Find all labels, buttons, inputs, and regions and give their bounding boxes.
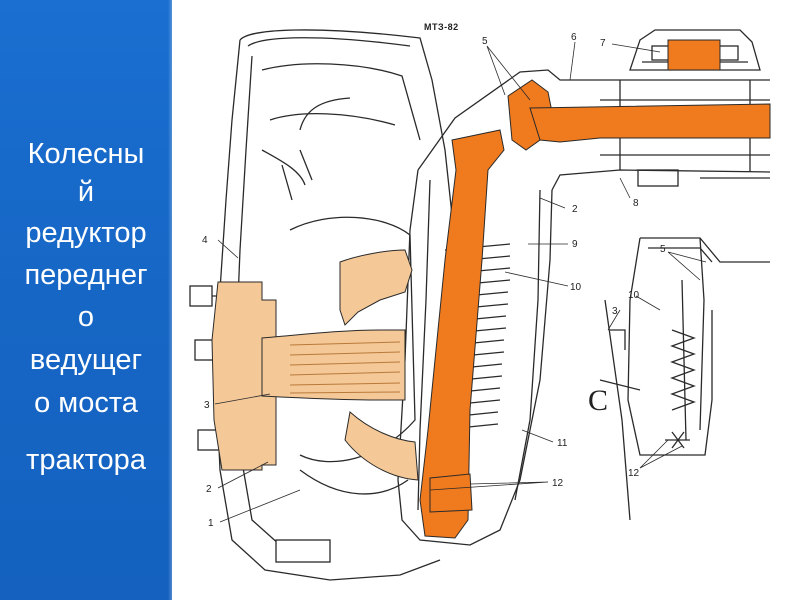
slide-title-line: ведущег	[29, 344, 143, 376]
horizontal-drive-shaft	[529, 103, 771, 143]
title-panel: Колесны й редуктор переднег о ведущег о …	[0, 0, 172, 600]
slide-title-line: о моста	[34, 387, 138, 419]
lower-spline-end	[429, 473, 473, 513]
driven-gear	[339, 249, 413, 326]
callout-9: 9	[572, 239, 578, 250]
callout-11: 11	[557, 438, 568, 449]
driven-gear-lower	[344, 411, 419, 481]
slide-title-line: Колесны	[27, 138, 145, 170]
inset-callout-10: 10	[628, 290, 640, 301]
callout-2b: 2	[572, 204, 578, 215]
slide-title-line: трактора	[26, 444, 146, 476]
slide-title-line: редуктор	[25, 217, 147, 249]
callout-10: 10	[570, 282, 582, 293]
vertical-shaft	[419, 129, 505, 539]
rotation-arrow-label: C	[588, 384, 608, 417]
shaft-splines	[289, 341, 401, 394]
callout-8: 8	[633, 198, 639, 209]
knuckle-housing	[397, 69, 771, 546]
callout-2: 2	[206, 484, 212, 495]
callout-7: 7	[600, 38, 606, 49]
top-cap-gear	[667, 39, 721, 71]
model-label: МТЗ-82	[424, 22, 459, 32]
callout-5: 5	[482, 36, 488, 47]
slide-title-line: й	[77, 176, 95, 208]
hub-shaft	[261, 329, 406, 401]
wheel-reducer-diagram: МТЗ-82 4 3 2 1 5 6 7 8 2 9 10 11 12 5 10…	[189, 22, 771, 581]
callout-1: 1	[208, 518, 214, 529]
callout-4: 4	[202, 235, 208, 246]
inset-callout-12: 12	[628, 468, 640, 479]
slide-title-line: о	[77, 301, 95, 333]
callout-3: 3	[204, 400, 210, 411]
slide-title-line: переднег	[24, 259, 148, 291]
callout-12: 12	[552, 478, 564, 489]
kinematic-scheme	[599, 237, 770, 521]
callout-6: 6	[571, 32, 577, 43]
inset-callout-5: 5	[660, 244, 666, 255]
inset-callout-3: 3	[612, 306, 618, 317]
panel-edge	[168, 0, 172, 600]
leader-lines	[214, 41, 707, 523]
bevel-gear-outline	[289, 216, 416, 495]
